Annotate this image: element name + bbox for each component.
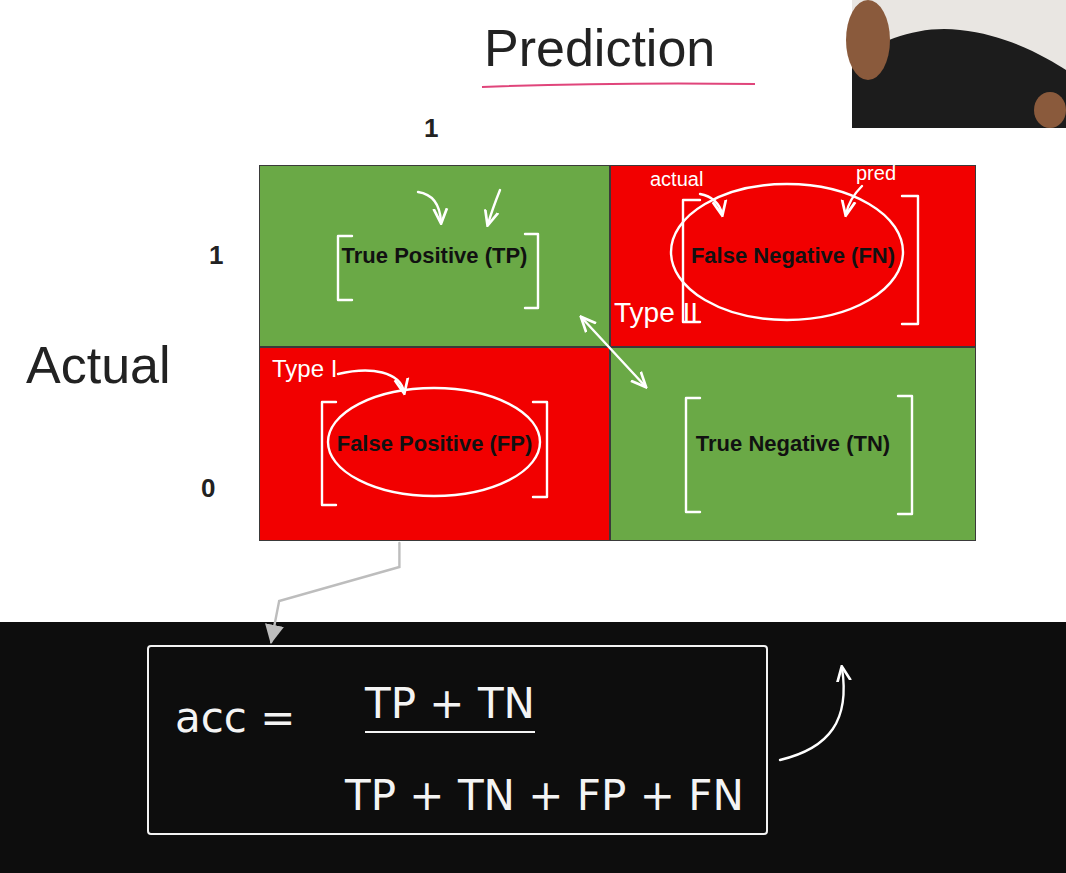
axis-title: Actual bbox=[26, 337, 171, 394]
hand-arrow bbox=[418, 192, 441, 222]
formula-text: TP + TN bbox=[365, 681, 535, 733]
formula-box: acc = TP + TN TP + TN + FP + FN bbox=[147, 645, 768, 835]
handwritten-note: actual bbox=[650, 168, 703, 190]
webcam-inset bbox=[846, 0, 1066, 128]
double-arrow bbox=[582, 318, 645, 386]
bracket bbox=[525, 234, 538, 308]
bracket bbox=[533, 402, 547, 497]
hand-arrow bbox=[338, 371, 404, 392]
handwritten-note: pred bbox=[856, 162, 896, 184]
title-underline bbox=[482, 84, 755, 87]
matrix-cell: True Positive (TP) bbox=[259, 165, 610, 347]
matrix-cell: True Negative (TN) bbox=[610, 347, 976, 541]
cell-label: True Positive (TP) bbox=[342, 243, 528, 269]
hand-arrow bbox=[700, 194, 722, 214]
axis-title: Prediction bbox=[484, 20, 715, 77]
bracket bbox=[683, 200, 700, 322]
formula-text: acc = bbox=[175, 695, 295, 741]
class-value: 1 bbox=[209, 241, 223, 270]
hand-circle bbox=[671, 184, 903, 320]
bracket bbox=[322, 402, 336, 505]
bracket bbox=[902, 196, 918, 324]
class-value: 0 bbox=[201, 474, 215, 503]
handwritten-note: Type II bbox=[614, 298, 698, 329]
hand-arrow bbox=[846, 186, 862, 214]
handwritten-note: Type I bbox=[272, 356, 337, 382]
dark-band bbox=[0, 622, 1066, 873]
class-value: 1 bbox=[424, 114, 438, 143]
formula-text: TP + TN + FP + FN bbox=[345, 773, 744, 819]
cell-label: False Negative (FN) bbox=[691, 243, 895, 269]
hand-circle bbox=[328, 388, 540, 496]
bracket bbox=[686, 398, 700, 512]
hand-arrow bbox=[488, 190, 500, 224]
bracket bbox=[898, 396, 912, 514]
flow-arrow bbox=[271, 543, 399, 642]
cell-label: True Negative (TN) bbox=[696, 431, 890, 457]
cell-label: False Positive (FP) bbox=[337, 431, 533, 457]
hand-arrow bbox=[780, 668, 844, 760]
bracket bbox=[338, 236, 352, 300]
